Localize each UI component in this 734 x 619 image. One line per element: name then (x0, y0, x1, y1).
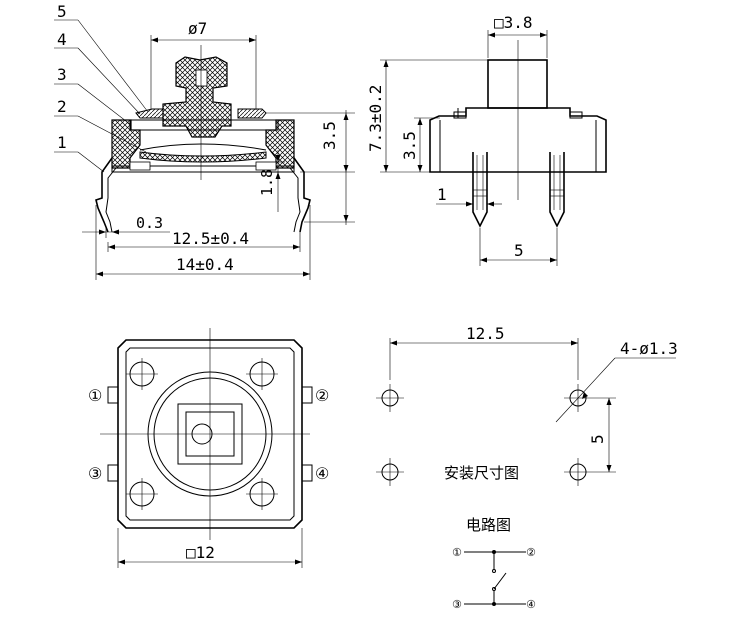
part-label-3: 3 (57, 65, 67, 84)
pin-label-3: ③ (88, 464, 102, 483)
dim-diameter-7: ø7 (188, 19, 207, 38)
front-view: □3.8 7.3±0.2 3.5 1 (366, 13, 607, 266)
dim-square-3-8: □3.8 (494, 13, 533, 32)
dim-holes: 4-ø1.3 (620, 339, 678, 358)
circuit-pin-1: ① (452, 546, 462, 559)
dim-height-3-5-front: 3.5 (400, 131, 419, 160)
dim-gap-0-3: 0.3 (136, 214, 163, 232)
dim-pin-width: 1 (437, 185, 447, 204)
top-view: ① ② ③ ④ □12 (88, 328, 329, 568)
dim-mount-5: 5 (588, 434, 607, 444)
pin-label-2: ② (315, 386, 329, 405)
dim-square-12: □12 (186, 543, 215, 562)
part-label-1: 1 (57, 133, 67, 152)
dim-height-3-5: 3.5 (320, 121, 339, 150)
dim-width-14: 14±0.4 (176, 255, 234, 274)
dim-height-1-8: 1.8 (258, 169, 276, 196)
side-section-view: ø7 5 4 3 2 1 (54, 2, 355, 280)
circuit-pin-2: ② (526, 546, 536, 559)
corner-holes (126, 358, 278, 510)
dim-mount-12-5: 12.5 (466, 324, 505, 343)
circuit-diagram: 电路图 ① ② ③ ④ (452, 516, 536, 611)
part-label-2: 2 (57, 97, 67, 116)
pin-label-1: ① (88, 386, 102, 405)
part-label-4: 4 (57, 30, 67, 49)
mounting-view: 12.5 4-ø1.3 5 安装尺寸图 (376, 324, 678, 486)
circuit-pin-3: ③ (452, 598, 462, 611)
pin-label-4: ④ (315, 464, 329, 483)
part-label-5: 5 (57, 2, 67, 21)
dim-pin-pitch: 5 (514, 241, 524, 260)
dim-height-7-3: 7.3±0.2 (366, 85, 385, 152)
circuit-title: 电路图 (466, 516, 511, 534)
circuit-pin-4: ④ (526, 598, 536, 611)
mount-title: 安装尺寸图 (444, 464, 519, 482)
dim-width-12-5: 12.5±0.4 (172, 229, 249, 248)
